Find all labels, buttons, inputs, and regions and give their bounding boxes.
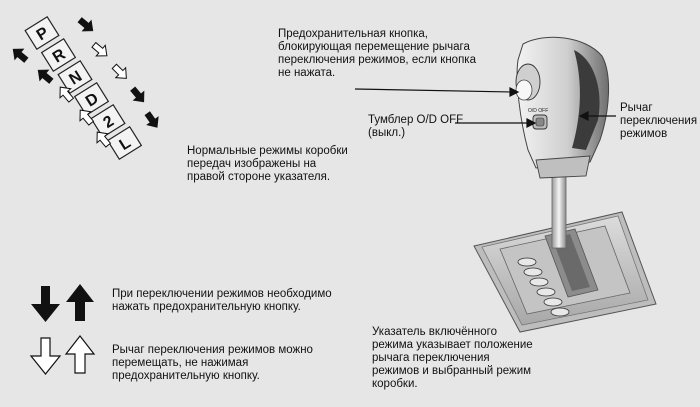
strip-arrows (12, 17, 159, 148)
lever-label: Рычаг переключения режимов (620, 102, 698, 140)
gear-box-2: 2 (90, 103, 126, 139)
lock-button-icon (515, 63, 541, 101)
dark-up-arrow-icon (66, 284, 94, 321)
gear-box-N: N (57, 59, 93, 95)
strip-arrow-right-3-icon (111, 63, 127, 79)
pointer-lock-button (354, 88, 513, 93)
strip-arrow-left-4-icon (79, 109, 95, 126)
od-off-switch-icon: O/D OFF (528, 108, 548, 130)
dark-down-arrow-icon (31, 286, 60, 322)
gear-box-P: P (24, 15, 60, 51)
normal-modes-label: Нормальные режимы коробки передач изобра… (187, 145, 348, 183)
strip-arrow-left-3-icon (59, 86, 75, 103)
shifter-base (473, 211, 657, 333)
strip-arrow-right-2-icon (91, 41, 108, 57)
lever-shaft (551, 169, 567, 249)
pointer-lines (354, 87, 616, 128)
light-down-arrow-icon (29, 337, 62, 375)
shifter-knob: O/D OFF (515, 36, 609, 179)
indicator-label: Указатель включённого режима указывает п… (372, 326, 533, 390)
od-off-marking: O/D OFF (528, 108, 548, 114)
gear-box-L: L (106, 125, 143, 161)
lock-button-label: Предохранительная кнопка, блокирующая пе… (278, 28, 476, 79)
strip-arrow-left-5-icon (96, 131, 112, 148)
no-press-label: Рычаг переключения режимов можно перемещ… (112, 344, 313, 382)
light-arrows-legend (29, 335, 96, 375)
strip-arrow-right-4-icon (130, 86, 145, 103)
strip-arrow-right-1-icon (77, 17, 94, 32)
press-needed-label: При переключении режимов необходимо нажа… (112, 288, 332, 313)
light-up-arrow-icon (64, 335, 96, 374)
dark-arrows-legend (31, 284, 94, 322)
gear-box-D: D (73, 81, 110, 117)
strip-arrow-left-1-icon (12, 48, 29, 63)
strip-arrow-left-2-icon (37, 69, 54, 84)
indicator-pills (517, 257, 570, 317)
strip-arrow-right-5-icon (144, 111, 159, 128)
gear-box-R: R (40, 37, 77, 73)
od-switch-label: Тумблер O/D OFF (выкл.) (368, 114, 464, 139)
